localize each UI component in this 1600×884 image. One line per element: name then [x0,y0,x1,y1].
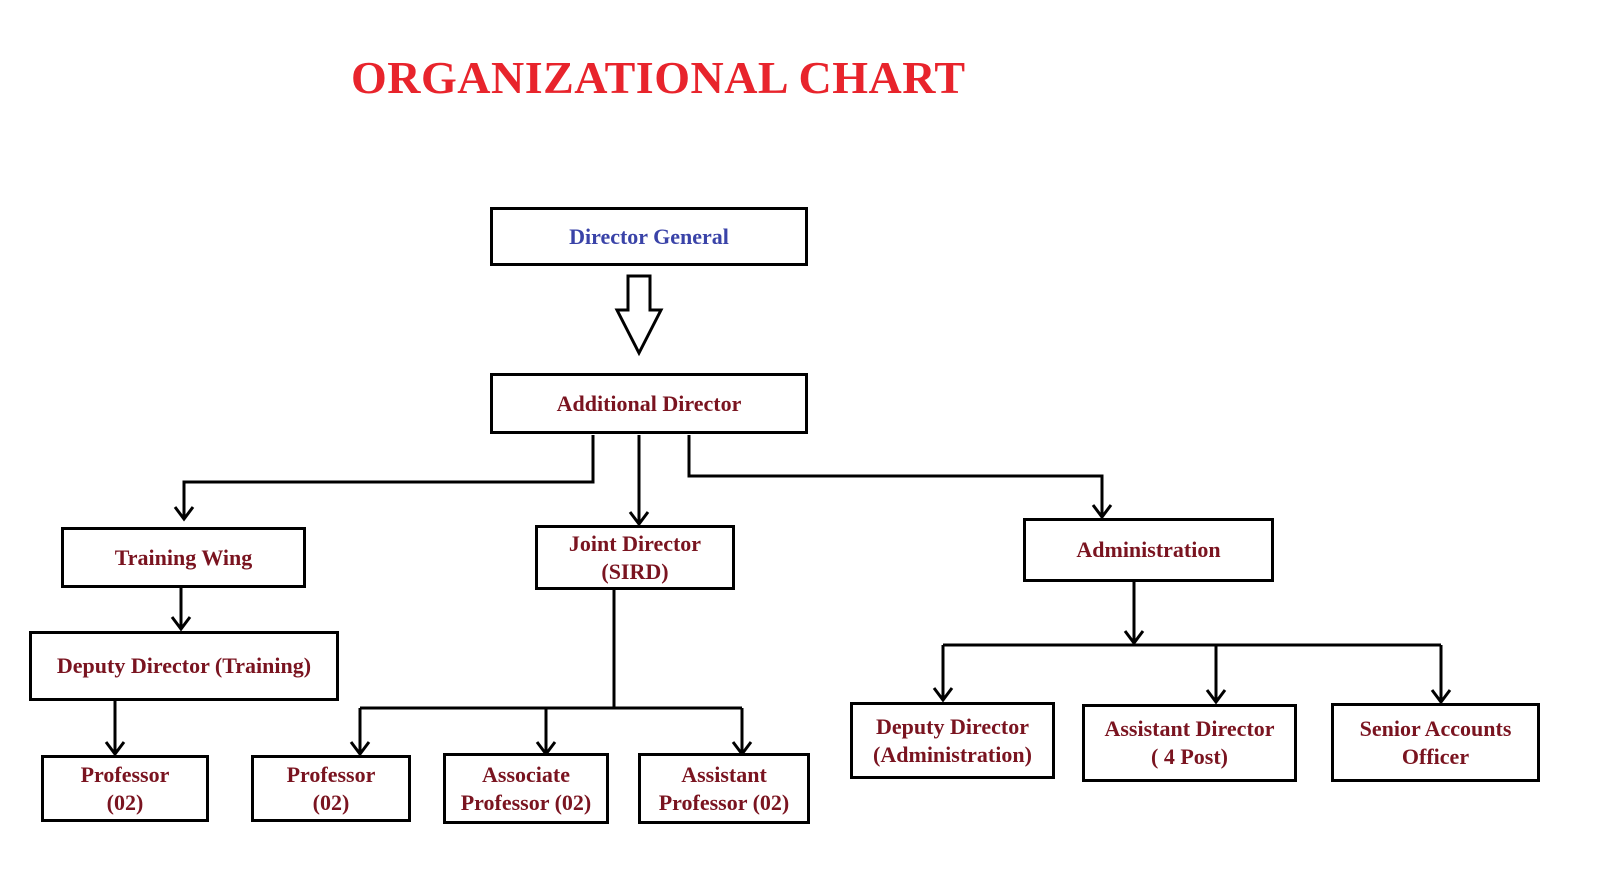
arrowhead [1123,630,1145,646]
node-label: Additional Director [556,390,742,416]
node-deputy-director-administration: Deputy Director (Administration) [850,702,1055,779]
arrowhead [1091,504,1113,520]
connector-ad-training [182,435,595,517]
chart-title: ORGANIZATIONAL CHART [351,52,966,103]
node-label: Professor (02) [286,761,376,815]
node-label: Deputy Director (Training) [56,653,312,678]
node-assistant-professor: Assistant Professor (02) [638,753,810,824]
arrowhead [1430,689,1452,705]
connector-ad-admin [687,435,1104,515]
hollow-down-arrow [614,274,664,357]
arrowhead [170,616,192,632]
node-professor-sird: Professor (02) [251,755,411,822]
node-professor-training: Professor (02) [41,755,209,822]
arrowhead [1205,689,1227,705]
node-label: Administration [1076,537,1221,562]
node-deputy-director-training: Deputy Director (Training) [29,631,339,701]
node-joint-director-sird: Joint Director (SIRD) [535,525,735,590]
arrowhead [628,511,650,527]
node-administration: Administration [1023,518,1274,582]
arrowhead [104,741,126,757]
node-label: Associate Professor (02) [460,761,592,815]
arrowhead [932,687,954,703]
node-label: Joint Director (SIRD) [568,530,702,584]
node-label: Training Wing [114,544,253,570]
node-assistant-director: Assistant Director ( 4 Post) [1082,704,1297,782]
node-label: Professor (02) [80,761,170,815]
node-training-wing: Training Wing [61,527,306,588]
node-label: Director General [569,223,729,249]
arrowhead [349,741,371,757]
node-senior-accounts-officer: Senior Accounts Officer [1331,703,1540,782]
arrowhead [173,506,195,522]
node-label: Assistant Professor (02) [658,761,790,815]
node-label: Deputy Director (Administration) [873,713,1032,767]
node-associate-professor: Associate Professor (02) [443,753,609,824]
node-label: Senior Accounts Officer [1359,715,1512,769]
node-label: Assistant Director ( 4 Post) [1104,716,1275,769]
node-director-general: Director General [490,207,808,266]
node-additional-director: Additional Director [490,373,808,434]
